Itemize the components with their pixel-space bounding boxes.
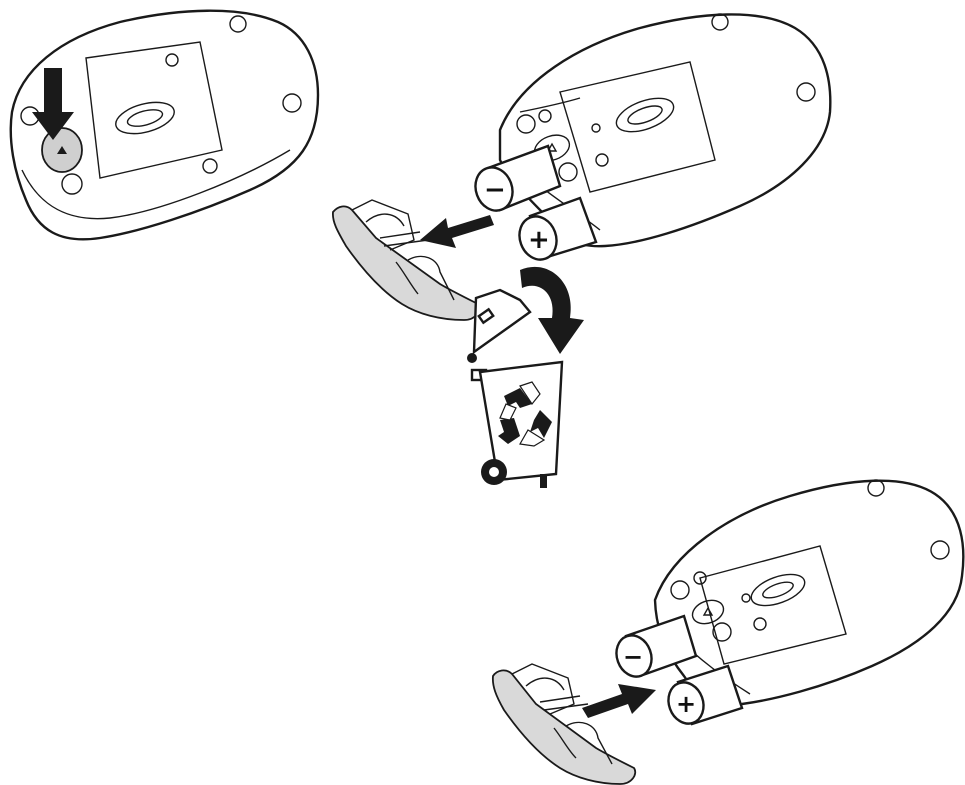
minus-sign: − xyxy=(484,175,506,205)
arrow-left-icon xyxy=(420,215,494,248)
battery-cover-insert xyxy=(493,664,635,784)
battery-plus-step2: + xyxy=(514,198,596,265)
battery-cover-removed xyxy=(333,200,479,320)
plus-sign: + xyxy=(676,690,696,718)
battery-plus-step3: + xyxy=(663,666,742,729)
mouse-open-step3 xyxy=(655,480,963,704)
plus-sign: + xyxy=(528,225,550,255)
minus-sign: − xyxy=(623,643,643,671)
arrow-right-icon xyxy=(582,684,656,718)
